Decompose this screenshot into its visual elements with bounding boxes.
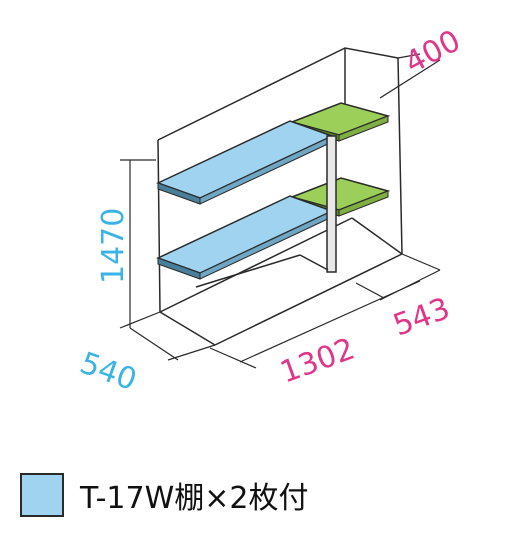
height-dimension-label: 1470	[96, 208, 131, 284]
legend-swatch-blue	[20, 473, 64, 517]
depth-left-dimension-label: 540	[75, 346, 141, 398]
legend: T-17W棚×2枚付	[20, 470, 308, 520]
blue-shelf-lower	[156, 195, 334, 280]
dimension-lines	[119, 53, 441, 369]
side-dimension-label: 400	[399, 23, 466, 81]
legend-label: T-17W棚×2枚付	[80, 481, 309, 516]
storage-frame	[157, 47, 403, 346]
center-post	[299, 135, 337, 273]
shelf-diagram: 1470 540 1302 543 400	[75, 23, 466, 398]
depth-right-dimension-label: 543	[389, 291, 455, 343]
